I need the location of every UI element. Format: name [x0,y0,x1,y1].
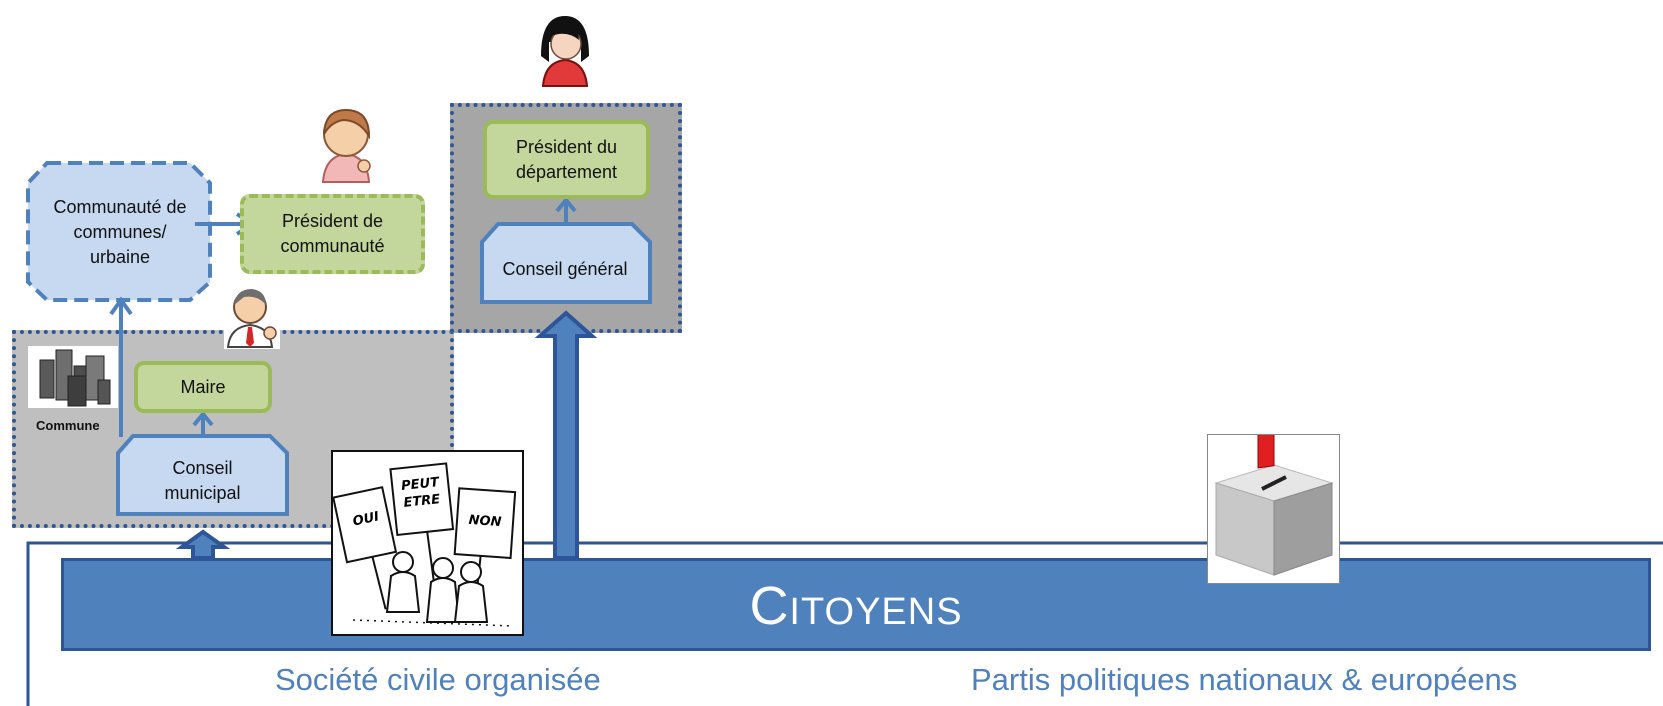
conseil-general-label: Conseil général [502,258,628,279]
small-arrow-commune [175,529,231,560]
maire-label: Maire [180,376,226,397]
citizens-label: Citoyens [749,576,963,636]
communaute-shape [26,161,212,302]
maire-box: Maire [134,361,272,413]
placard-peut-etre: PEUT ETRE [400,475,441,511]
conseil-municipal-label: Conseil municipal [164,458,241,503]
commune-buildings-icon [28,346,118,408]
societe-civile-label: Société civile organisée [275,662,601,697]
conseil-general-shape [480,222,652,304]
communaute-label: Communauté de communes/ urbaine [53,196,187,267]
president-communaute-label: Président de communauté [280,211,385,256]
citizens-bar [61,558,1651,651]
commune-label: Commune [36,418,100,433]
person-icon-maire [224,283,280,349]
president-departement-box: Président du département [483,120,650,199]
president-communaute-box: Président de communauté [240,194,425,274]
ballot-box-icon [1207,425,1340,584]
conseil-municipal-shape [116,434,289,516]
president-departement-label: Président du département [515,136,618,182]
person-icon-president-communaute [313,104,379,184]
partis-label: Partis politiques nationaux & européens [971,662,1518,697]
person-icon-president-departement [537,12,593,88]
protest-icon: OUI PEUT ETRE NON [331,450,524,636]
big-arrow-department [534,310,598,560]
